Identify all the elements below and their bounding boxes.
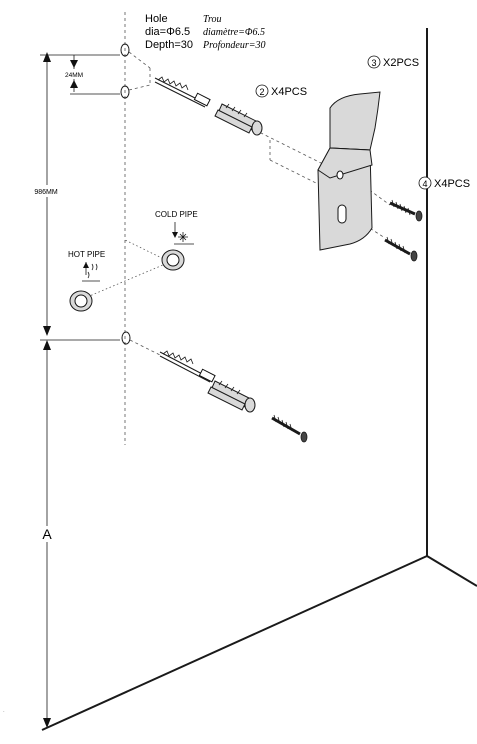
wall-outline <box>41 28 477 731</box>
screw-bottom <box>271 414 308 443</box>
wall-anchor-upper <box>214 103 263 136</box>
part-4-label: 4 X4PCS <box>418 176 470 190</box>
wall-anchor-lower <box>207 380 256 413</box>
hole-note-fr-2: diamètre=Φ6.5 <box>203 27 265 38</box>
lower-guide-lines <box>129 339 161 356</box>
drill-bit-upper <box>154 76 211 108</box>
screw-upper <box>389 199 423 222</box>
hot-pipe-label: HOT PIPE <box>68 250 105 259</box>
corner-mark: . <box>3 708 5 714</box>
dimension-a-label: A <box>42 526 52 542</box>
cold-pipe-label: COLD PIPE <box>155 210 198 219</box>
arrow-up-icon <box>43 52 51 62</box>
arrow-down-icon <box>43 718 51 728</box>
dimension-986-label: 986MM <box>34 189 58 196</box>
dimension-a: A <box>41 340 54 728</box>
part-3-number: 3 <box>371 58 376 68</box>
dimension-24: 24MM <box>57 55 120 95</box>
hole-note-fr-1: Trou <box>203 14 222 25</box>
snowflake-icon <box>172 222 194 245</box>
part-3-qty: X2PCS <box>383 57 419 69</box>
hole-note-en-3: Depth=30 <box>145 39 193 51</box>
hole-note-en-1: Hole <box>145 13 168 25</box>
part-2-number: 2 <box>259 87 264 97</box>
dimension-24-label: 24MM <box>65 72 83 79</box>
dimension-986: 986MM <box>24 52 120 341</box>
bracket <box>317 91 381 251</box>
arrow-up-icon <box>43 340 51 350</box>
part-3-label: 3 X2PCS <box>367 55 419 69</box>
steam-icon <box>82 262 100 282</box>
screw-lower <box>384 236 418 262</box>
arrow-up-icon <box>70 80 78 88</box>
wall-holes <box>120 43 131 345</box>
part-4-number: 4 <box>422 179 427 189</box>
part-2-label: 2 X4PCS <box>255 84 307 98</box>
arrow-down-icon <box>70 60 78 68</box>
hole-note: Hole dia=Φ6.5 Depth=30 Trou diamètre=Φ6.… <box>145 13 266 51</box>
cold-pipe: COLD PIPE <box>155 210 198 271</box>
part-2-qty: X4PCS <box>271 86 307 98</box>
drill-bit-lower <box>159 350 216 383</box>
hole-note-en-2: dia=Φ6.5 <box>145 26 190 38</box>
arrow-down-icon <box>43 326 51 336</box>
part-4-qty: X4PCS <box>434 178 470 190</box>
hot-pipe: HOT PIPE <box>68 250 105 312</box>
hole-note-fr-3: Profondeur=30 <box>202 40 266 51</box>
